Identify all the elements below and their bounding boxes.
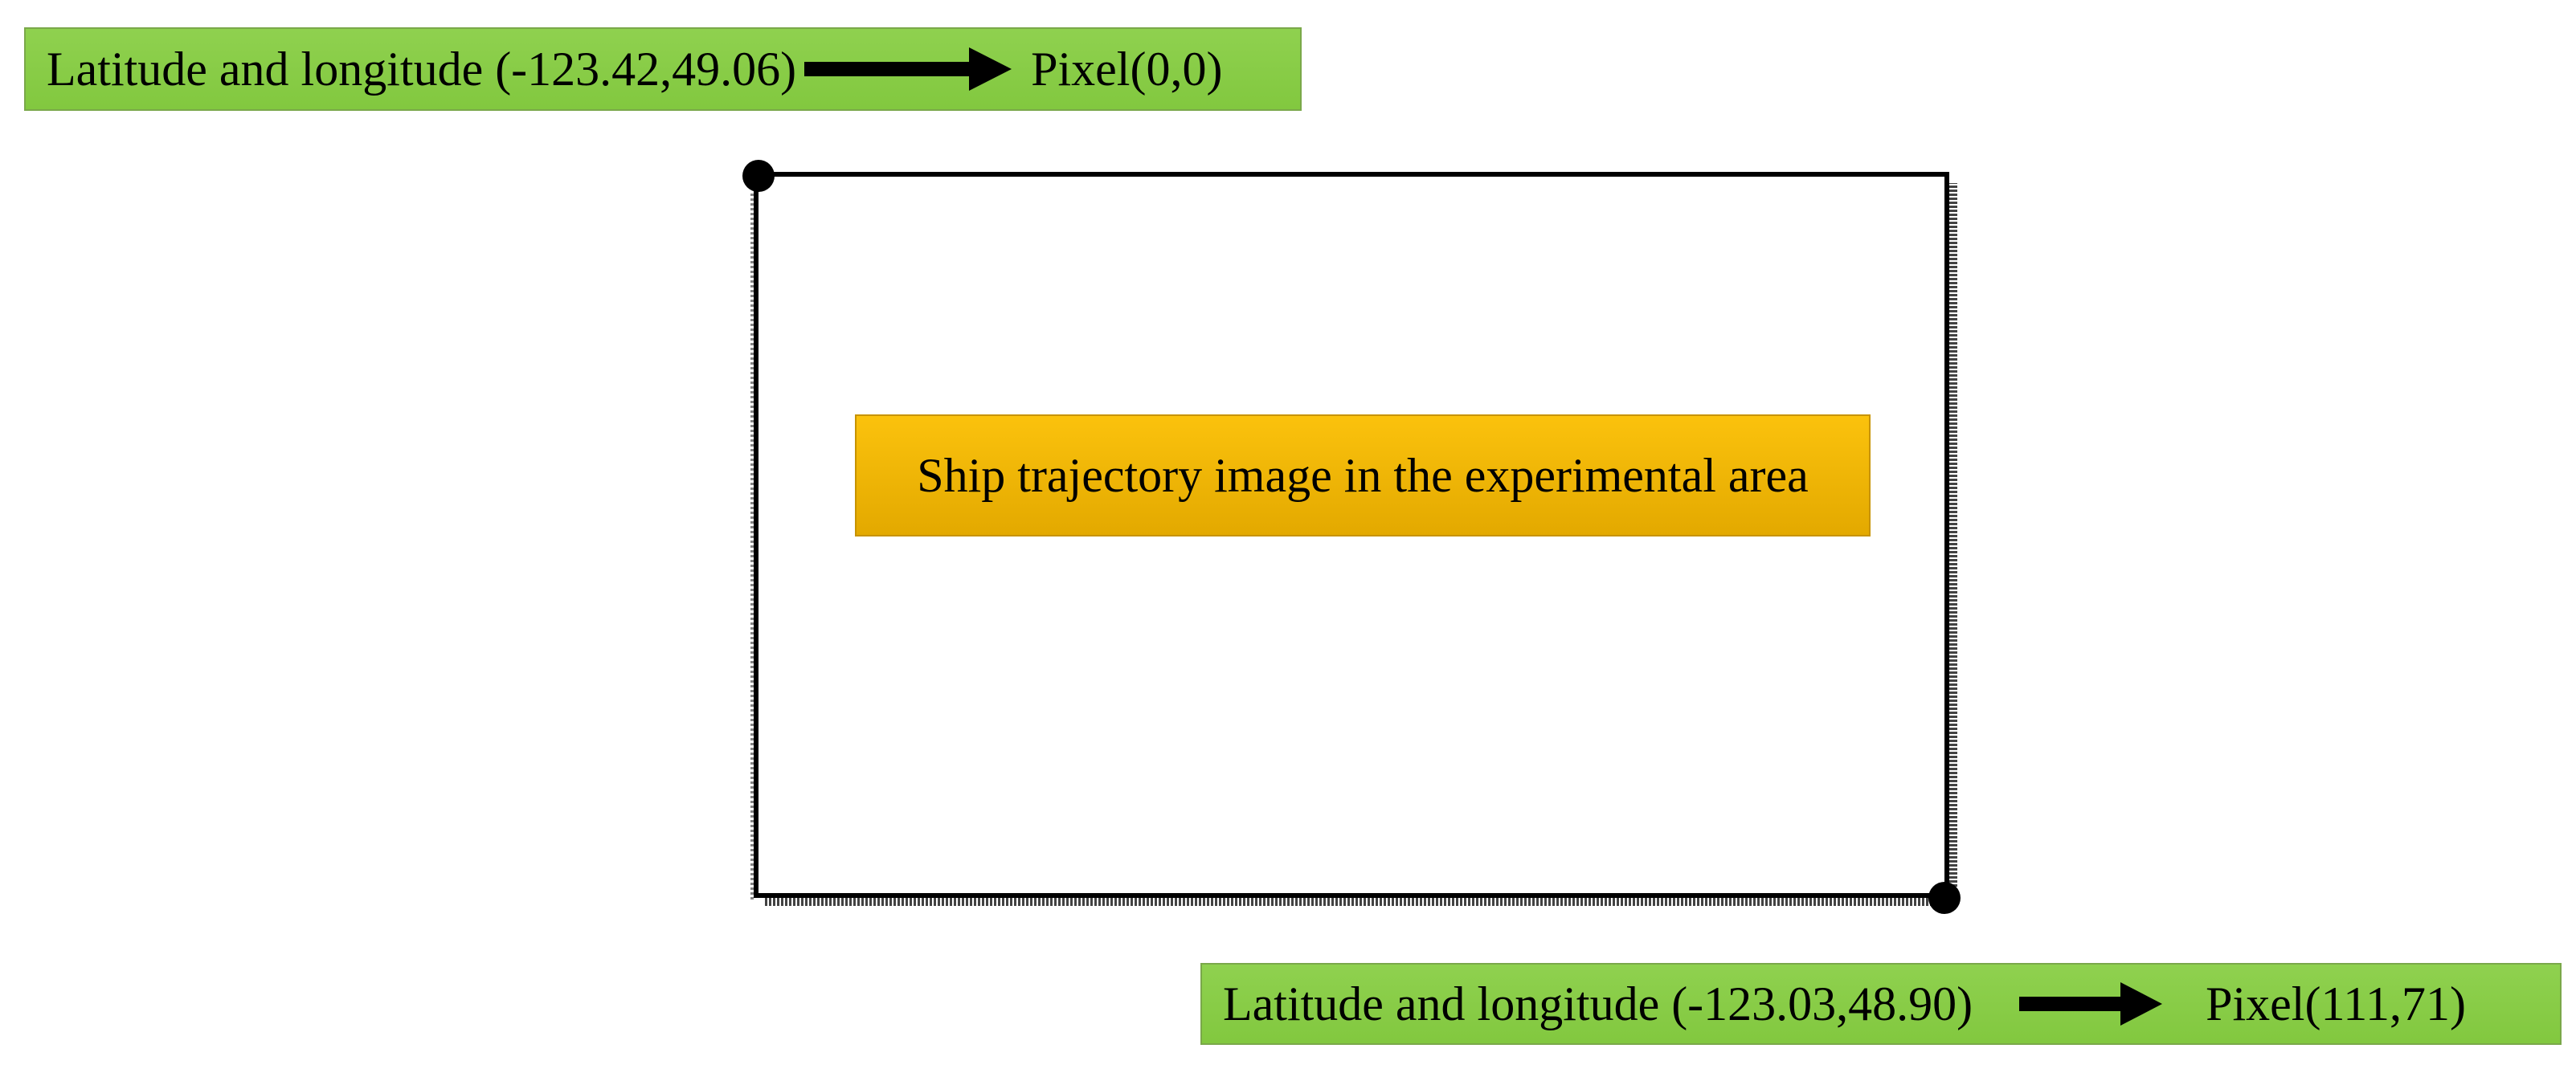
- corner-marker-icon: [1928, 882, 1961, 914]
- frame-shadow: [1949, 183, 1957, 903]
- top-pixel-text: Pixel(0,0): [1031, 42, 1223, 96]
- corner-marker-icon: [742, 160, 775, 192]
- bottom-right-mapping-label: Latitude and longitude (-123.03,48.90) P…: [1200, 963, 2562, 1045]
- center-caption: Ship trajectory image in the experimenta…: [855, 414, 1871, 536]
- arrow-right-icon: [804, 45, 1013, 93]
- center-caption-text: Ship trajectory image in the experimenta…: [917, 448, 1809, 502]
- frame-shadow: [765, 898, 1957, 906]
- top-left-mapping-label: Latitude and longitude (-123.42,49.06) P…: [24, 27, 1302, 111]
- bottom-coord-text: Latitude and longitude (-123.03,48.90): [1223, 977, 1973, 1030]
- bottom-pixel-text: Pixel(111,71): [2206, 977, 2466, 1030]
- arrow-right-icon: [2019, 980, 2164, 1028]
- frame-shadow: [750, 193, 754, 900]
- top-coord-text: Latitude and longitude (-123.42,49.06): [47, 42, 797, 96]
